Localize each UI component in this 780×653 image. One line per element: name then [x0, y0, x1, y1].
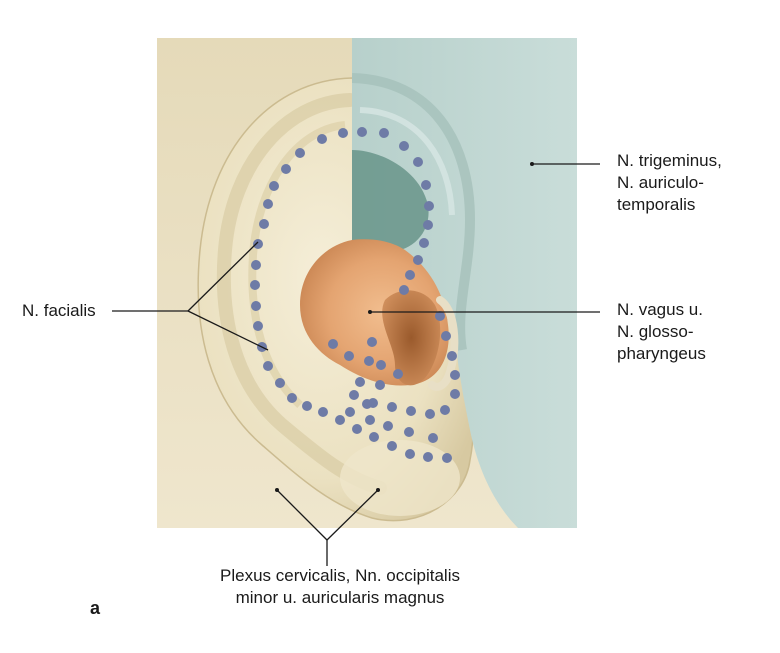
- facialis-dot: [364, 356, 374, 366]
- facialis-dot: [450, 370, 460, 380]
- facialis-dot: [318, 407, 328, 417]
- facialis-dot: [259, 219, 269, 229]
- facialis-dot: [424, 201, 434, 211]
- facialis-dot: [338, 128, 348, 138]
- facialis-dot: [251, 260, 261, 270]
- facialis-dot: [387, 441, 397, 451]
- facialis-dot: [440, 405, 450, 415]
- leader-line-facialis-lower: [187, 310, 269, 351]
- facialis-dot: [251, 301, 261, 311]
- label-vagus: N. vagus u. N. glosso- pharyngeus: [617, 299, 706, 365]
- facialis-dots: [250, 127, 460, 463]
- facialis-dot: [250, 280, 260, 290]
- facialis-dot: [447, 351, 457, 361]
- facialis-dot: [375, 380, 385, 390]
- facialis-dot: [419, 238, 429, 248]
- facialis-dot: [345, 407, 355, 417]
- facialis-dot: [425, 409, 435, 419]
- facialis-dot: [253, 321, 263, 331]
- facialis-dot: [413, 255, 423, 265]
- facialis-dot: [281, 164, 291, 174]
- facialis-dot: [357, 127, 367, 137]
- facialis-dot: [365, 415, 375, 425]
- label-trigeminus-line3: temporalis: [617, 195, 696, 214]
- label-trigeminus: N. trigeminus, N. auriculo- temporalis: [617, 150, 722, 216]
- facialis-dot: [317, 134, 327, 144]
- leader-line-facialis-upper: [187, 241, 259, 312]
- facialis-dot: [435, 311, 445, 321]
- label-plexus-line1: Plexus cervicalis, Nn. occipitalis: [220, 566, 460, 585]
- facialis-dot: [423, 220, 433, 230]
- facialis-dot: [406, 406, 416, 416]
- label-vagus-line3: pharyngeus: [617, 344, 706, 363]
- facialis-dot: [399, 141, 409, 151]
- facialis-dot: [404, 427, 414, 437]
- facialis-dot: [387, 402, 397, 412]
- facialis-dot: [355, 377, 365, 387]
- label-facialis: N. facialis: [22, 300, 96, 322]
- label-trigeminus-line2: N. auriculo-: [617, 173, 704, 192]
- trigeminus-region: [352, 38, 577, 528]
- facialis-dot: [275, 378, 285, 388]
- label-vagus-line2: N. glosso-: [617, 322, 694, 341]
- facialis-dot: [269, 181, 279, 191]
- label-plexus-cervicalis: Plexus cervicalis, Nn. occipitalis minor…: [150, 565, 530, 609]
- facialis-dot: [383, 421, 393, 431]
- facialis-dot: [423, 452, 433, 462]
- leader-lines: [112, 163, 600, 566]
- facialis-dot: [393, 369, 403, 379]
- label-trigeminus-line1: N. trigeminus,: [617, 151, 722, 170]
- facialis-dot: [349, 390, 359, 400]
- facialis-dot: [362, 399, 372, 409]
- ear-canal: [382, 290, 441, 386]
- facialis-dot: [295, 148, 305, 158]
- leader-line-plexus-right: [326, 489, 379, 541]
- facialis-dot: [369, 432, 379, 442]
- facialis-dot: [344, 351, 354, 361]
- facialis-dot: [413, 157, 423, 167]
- panel-letter: a: [90, 598, 101, 618]
- facialis-dot: [352, 424, 362, 434]
- facialis-dot: [263, 361, 273, 371]
- facialis-dot: [302, 401, 312, 411]
- facialis-dot: [263, 199, 273, 209]
- facialis-dot: [442, 453, 452, 463]
- facialis-dot: [441, 331, 451, 341]
- facialis-dot: [428, 433, 438, 443]
- facialis-dot: [335, 415, 345, 425]
- facialis-dot: [379, 128, 389, 138]
- leader-endpoints: [275, 162, 534, 492]
- label-vagus-line1: N. vagus u.: [617, 300, 703, 319]
- facialis-dot: [405, 449, 415, 459]
- facialis-dot: [287, 393, 297, 403]
- facialis-dot: [253, 239, 263, 249]
- label-facialis-line1: N. facialis: [22, 301, 96, 320]
- leader-line-plexus-left: [276, 489, 328, 541]
- facialis-dot: [421, 180, 431, 190]
- facialis-dot: [405, 270, 415, 280]
- label-plexus-line2: minor u. auricularis magnus: [235, 588, 445, 607]
- facialis-dot: [450, 389, 460, 399]
- facialis-dot: [376, 360, 386, 370]
- facialis-dot: [367, 337, 377, 347]
- facialis-dot: [328, 339, 338, 349]
- facialis-dot: [399, 285, 409, 295]
